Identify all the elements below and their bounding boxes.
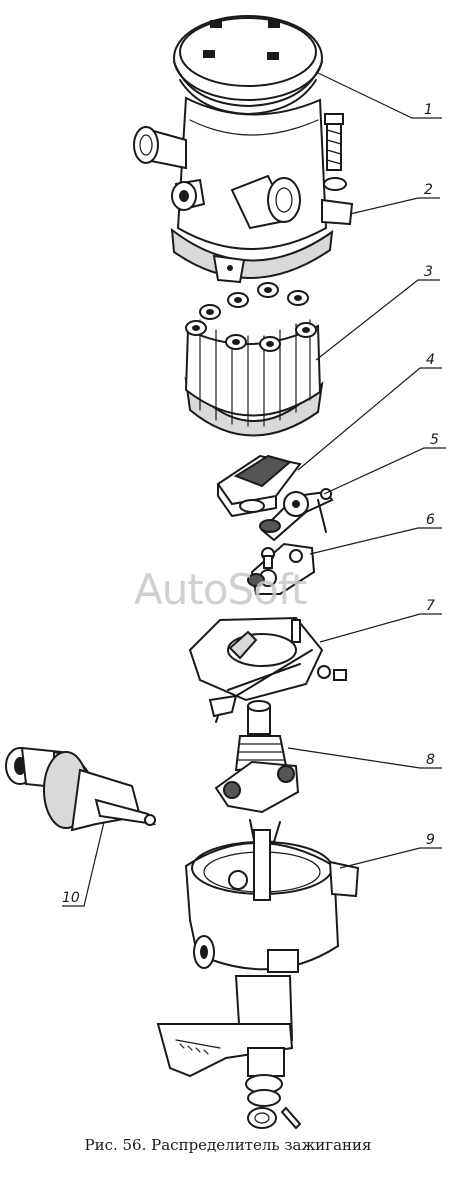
part-4-rotor bbox=[216, 454, 302, 517]
part-1-cap-cover bbox=[173, 15, 323, 115]
part-8-advance-mechanism bbox=[214, 700, 300, 843]
leader-2 bbox=[349, 197, 440, 215]
callout-8: 8 bbox=[426, 752, 435, 768]
leader-6 bbox=[309, 527, 442, 555]
callout-10: 10 bbox=[62, 890, 80, 906]
figure-caption: Рис. 56. Распределитель зажигания bbox=[84, 1136, 372, 1154]
callout-labels: 1 2 3 4 5 6 7 8 9 10 bbox=[62, 102, 439, 906]
leader-4 bbox=[297, 367, 442, 471]
part-3-distributor-cap bbox=[184, 282, 324, 437]
callout-7: 7 bbox=[426, 598, 435, 614]
callout-1: 1 bbox=[424, 102, 433, 118]
part-7-breaker-plate bbox=[188, 616, 347, 723]
leader-9 bbox=[339, 847, 442, 869]
callout-2: 2 bbox=[424, 182, 433, 198]
part-2-shield-housing bbox=[133, 96, 354, 284]
part-10-vacuum-advance bbox=[5, 746, 156, 832]
callout-3: 3 bbox=[424, 264, 433, 280]
leader-7 bbox=[319, 613, 442, 643]
watermark: AutoSoft bbox=[134, 565, 307, 614]
leader-5 bbox=[323, 447, 446, 495]
callout-9: 9 bbox=[426, 832, 435, 848]
leader-8 bbox=[287, 747, 442, 769]
callout-4: 4 bbox=[426, 352, 435, 368]
callout-6: 6 bbox=[426, 512, 435, 528]
part-9-distributor-housing bbox=[156, 829, 360, 1130]
leader-lines bbox=[62, 71, 446, 907]
leader-10 bbox=[62, 821, 105, 907]
leader-1 bbox=[315, 71, 442, 119]
callout-5: 5 bbox=[430, 432, 439, 448]
leader-3 bbox=[315, 279, 440, 361]
part-6-contact-bracket bbox=[247, 542, 316, 595]
